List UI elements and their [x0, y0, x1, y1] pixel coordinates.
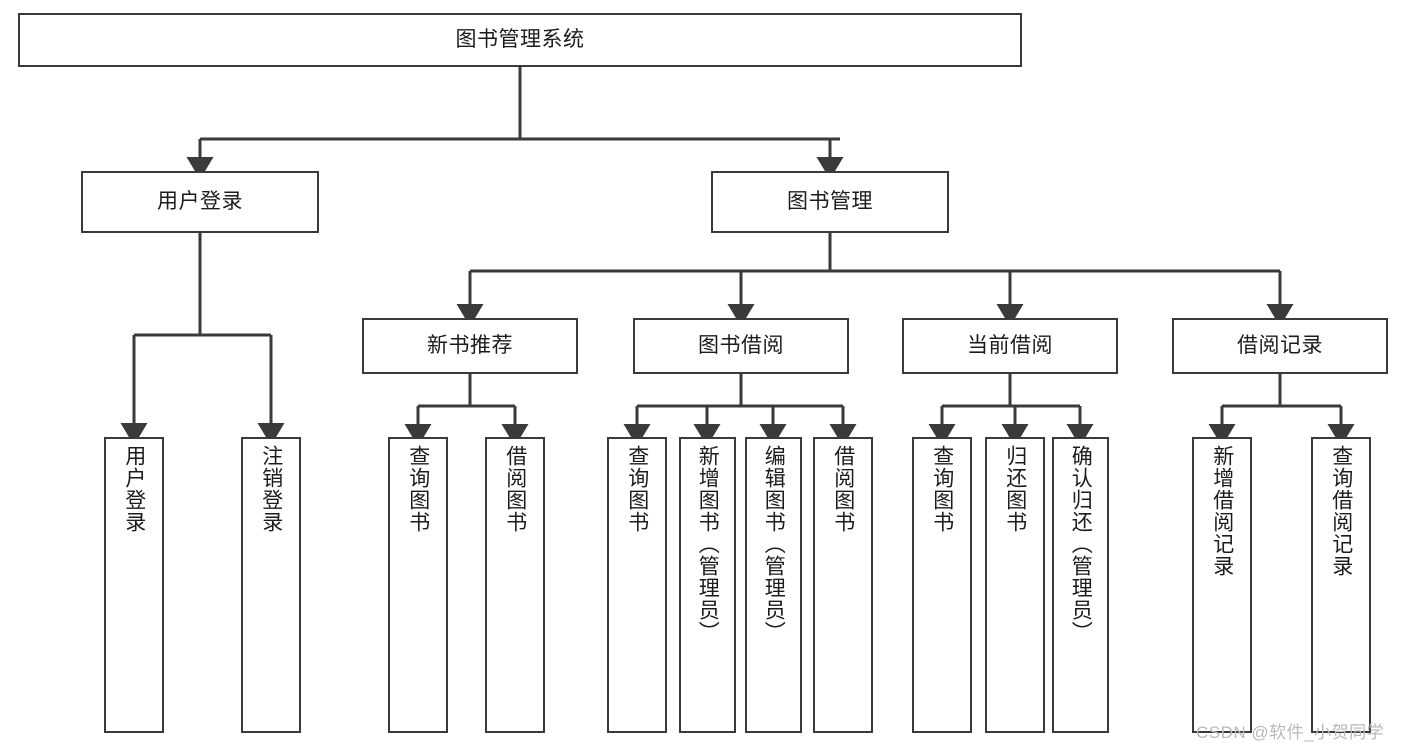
- node-current-borrow-label: 当前借阅: [967, 334, 1053, 358]
- node-leaf-query-book-2-label: 查询图书: [625, 445, 649, 533]
- node-leaf-user-login-label: 用户登录: [122, 445, 146, 533]
- node-book-borrow[interactable]: 图书借阅: [633, 318, 849, 374]
- node-leaf-logout-label: 注销登录: [259, 445, 283, 533]
- node-leaf-query-book-3[interactable]: 查询图书: [912, 437, 972, 733]
- node-leaf-borrow-book-2[interactable]: 借阅图书: [813, 437, 873, 733]
- node-leaf-add-record-label: 新增借阅记录: [1210, 445, 1234, 577]
- node-leaf-query-book-3-label: 查询图书: [930, 445, 954, 533]
- node-borrow-record-label: 借阅记录: [1237, 334, 1323, 358]
- node-book-borrow-label: 图书借阅: [698, 334, 784, 358]
- node-leaf-logout[interactable]: 注销登录: [241, 437, 301, 733]
- node-leaf-add-book-label: 新增图书（管理员）: [696, 445, 720, 643]
- node-leaf-borrow-book-1[interactable]: 借阅图书: [485, 437, 545, 733]
- node-leaf-query-book-2[interactable]: 查询图书: [607, 437, 667, 733]
- node-leaf-borrow-book-1-label: 借阅图书: [503, 445, 527, 533]
- node-borrow-record[interactable]: 借阅记录: [1172, 318, 1388, 374]
- node-leaf-query-book-1-label: 查询图书: [406, 445, 430, 533]
- csdn-watermark: CSDN @软件_小贺同学: [1196, 723, 1385, 742]
- node-leaf-return-book[interactable]: 归还图书: [985, 437, 1045, 733]
- node-user-login-label: 用户登录: [157, 190, 243, 214]
- node-leaf-edit-book-label: 编辑图书（管理员）: [762, 445, 786, 643]
- node-leaf-query-book-1[interactable]: 查询图书: [388, 437, 448, 733]
- node-leaf-confirm-return[interactable]: 确认归还（管理员）: [1052, 437, 1109, 733]
- node-leaf-query-record[interactable]: 查询借阅记录: [1311, 437, 1371, 733]
- node-leaf-add-book[interactable]: 新增图书（管理员）: [679, 437, 736, 733]
- node-root-label: 图书管理系统: [455, 28, 585, 52]
- node-user-login[interactable]: 用户登录: [81, 171, 319, 233]
- node-leaf-edit-book[interactable]: 编辑图书（管理员）: [745, 437, 802, 733]
- node-new-book-recommend[interactable]: 新书推荐: [362, 318, 578, 374]
- node-book-management[interactable]: 图书管理: [711, 171, 949, 233]
- node-book-management-label: 图书管理: [787, 190, 873, 214]
- node-leaf-return-book-label: 归还图书: [1003, 445, 1027, 533]
- node-root[interactable]: 图书管理系统: [18, 13, 1022, 67]
- node-leaf-query-record-label: 查询借阅记录: [1329, 445, 1353, 577]
- node-current-borrow[interactable]: 当前借阅: [902, 318, 1118, 374]
- node-leaf-confirm-return-label: 确认归还（管理员）: [1069, 445, 1093, 643]
- node-leaf-borrow-book-2-label: 借阅图书: [831, 445, 855, 533]
- node-leaf-user-login[interactable]: 用户登录: [104, 437, 164, 733]
- node-leaf-add-record[interactable]: 新增借阅记录: [1192, 437, 1252, 733]
- node-new-book-recommend-label: 新书推荐: [427, 334, 513, 358]
